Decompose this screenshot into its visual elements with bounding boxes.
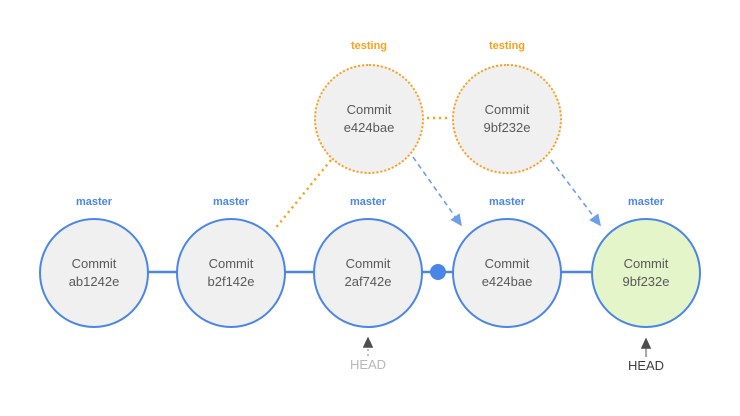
master-branch-label: master xyxy=(627,196,665,208)
commit-hash: b2f142e xyxy=(207,274,255,289)
commit-node-master-9bf232e-highlighted: Commit 9bf232e xyxy=(591,218,701,328)
commit-node-testing-9bf232e: Commit 9bf232e xyxy=(452,64,562,174)
commit-node-master-2af742e: Commit 2af742e xyxy=(313,218,423,328)
master-branch-label: master xyxy=(212,196,250,208)
commit-title: Commit xyxy=(484,256,530,271)
commit-title: Commit xyxy=(623,256,669,271)
testing-parent-link xyxy=(273,159,332,231)
commit-hash: 9bf232e xyxy=(622,274,670,289)
head-label-current: HEAD xyxy=(627,358,665,373)
commit-title: Commit xyxy=(345,256,391,271)
commit-hash: 9bf232e xyxy=(483,120,531,135)
testing-branch-label: testing xyxy=(350,40,388,52)
commit-hash: ab1242e xyxy=(68,274,120,289)
commit-title: Commit xyxy=(484,102,530,117)
commit-hash: e424bae xyxy=(481,274,533,289)
commit-node-testing-e424bae: Commit e424bae xyxy=(314,64,424,174)
head-label-previous: HEAD xyxy=(349,357,387,372)
testing-branch-label: testing xyxy=(488,40,526,52)
commit-title: Commit xyxy=(208,256,254,271)
cherry-pick-arrow-e424bae xyxy=(412,156,462,227)
master-branch-label: master xyxy=(349,196,387,208)
master-branch-label: master xyxy=(75,196,113,208)
commit-node-master-b2f142e: Commit b2f142e xyxy=(176,218,286,328)
commit-title: Commit xyxy=(346,102,392,117)
commit-hash: 2af742e xyxy=(344,274,392,289)
commit-node-master-e424bae: Commit e424bae xyxy=(452,218,562,328)
cherry-pick-arrow-9bf232e xyxy=(550,159,601,227)
merge-point-dot xyxy=(430,264,446,280)
commit-title: Commit xyxy=(71,256,117,271)
commit-node-master-ab1242e: Commit ab1242e xyxy=(39,218,149,328)
master-branch-label: master xyxy=(488,196,526,208)
commit-hash: e424bae xyxy=(343,120,395,135)
